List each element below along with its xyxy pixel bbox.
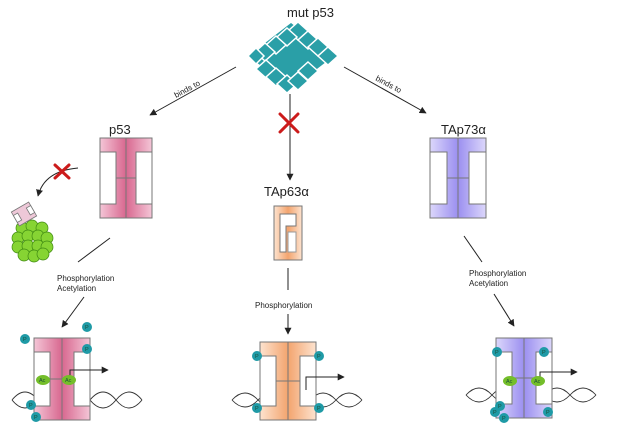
phospho-badge: P bbox=[82, 344, 92, 354]
svg-text:P: P bbox=[255, 354, 259, 360]
p53-activation-arrow bbox=[61, 296, 85, 328]
tap73-label: TAp73α bbox=[441, 122, 486, 137]
svg-text:P: P bbox=[502, 416, 506, 422]
acetyl-badge: Ac bbox=[36, 375, 50, 385]
svg-text:P: P bbox=[85, 347, 89, 353]
svg-text:P: P bbox=[317, 406, 321, 412]
inhibition-x-icon bbox=[53, 163, 71, 180]
binds-to-left-label: binds to bbox=[173, 78, 202, 99]
tap63-label: TAp63α bbox=[264, 184, 309, 199]
arrow-to-tap73 bbox=[343, 66, 427, 114]
svg-text:P: P bbox=[29, 403, 33, 409]
acetyl-badge: Ac bbox=[62, 375, 76, 385]
phospho-badge: P bbox=[20, 334, 30, 344]
tap73-phospho-badges: P P P P P P Ac Ac bbox=[490, 347, 553, 423]
svg-text:P: P bbox=[546, 410, 550, 416]
svg-text:Ac: Ac bbox=[506, 379, 513, 385]
phospho-badge: P bbox=[26, 400, 36, 410]
mut-p53-tetramer bbox=[245, 20, 340, 95]
mut-p53-label: mut p53 bbox=[287, 5, 334, 20]
tap63-phosphorylation-label: Phosphorylation bbox=[255, 301, 312, 310]
phospho-badge: P bbox=[314, 351, 324, 361]
p53-acetylation-label: Acetylation bbox=[57, 284, 96, 293]
phospho-badge: P bbox=[82, 322, 92, 332]
tap63-phospho-badges: P P P P bbox=[252, 351, 324, 413]
svg-text:Ac: Ac bbox=[534, 379, 541, 385]
tap73-tetramer bbox=[429, 137, 487, 219]
tap73-phosphorylation-label: Phosphorylation bbox=[469, 269, 526, 278]
tap73-acetylation-label: Acetylation bbox=[469, 279, 508, 288]
arrow-to-p53 bbox=[149, 66, 237, 116]
tap63-dimer bbox=[273, 205, 303, 261]
phospho-badge: P bbox=[543, 407, 553, 417]
proteasome-icon bbox=[10, 201, 54, 263]
svg-text:P: P bbox=[34, 415, 38, 421]
tap73-pathway-line bbox=[463, 235, 483, 263]
svg-text:P: P bbox=[85, 325, 89, 331]
p53-phosphorylation-label: Phosphorylation bbox=[57, 274, 114, 283]
p53-pathway-line bbox=[77, 237, 111, 263]
inhibition-x-icon bbox=[278, 112, 300, 134]
tap73-activation-arrow bbox=[493, 293, 515, 327]
phospho-badge: P bbox=[492, 347, 502, 357]
svg-text:Ac: Ac bbox=[65, 378, 72, 384]
transcription-arrow-icon bbox=[305, 373, 345, 390]
svg-text:P: P bbox=[23, 337, 27, 343]
acetyl-badge: Ac bbox=[503, 376, 517, 386]
phospho-badge: P bbox=[495, 401, 505, 411]
svg-text:P: P bbox=[498, 404, 502, 410]
active-tap63-tetramer bbox=[259, 341, 317, 421]
phospho-badge: P bbox=[31, 412, 41, 422]
svg-text:P: P bbox=[542, 350, 546, 356]
phospho-badge: P bbox=[499, 413, 509, 423]
phospho-badge: P bbox=[252, 351, 262, 361]
svg-text:P: P bbox=[495, 350, 499, 356]
degradation-arrow bbox=[36, 167, 79, 197]
svg-text:Ac: Ac bbox=[39, 378, 46, 384]
p53-label: p53 bbox=[109, 122, 131, 137]
svg-text:P: P bbox=[255, 406, 259, 412]
svg-text:P: P bbox=[493, 410, 497, 416]
p53-tetramer bbox=[99, 137, 153, 219]
phospho-badge: P bbox=[539, 347, 549, 357]
svg-text:P: P bbox=[317, 354, 321, 360]
p53-phospho-badges: P P P P P Ac Ac bbox=[20, 322, 92, 422]
active-p53-tetramer bbox=[33, 337, 91, 421]
phospho-badge: P bbox=[252, 403, 262, 413]
acetyl-badge: Ac bbox=[531, 376, 545, 386]
phospho-badge: P bbox=[314, 403, 324, 413]
